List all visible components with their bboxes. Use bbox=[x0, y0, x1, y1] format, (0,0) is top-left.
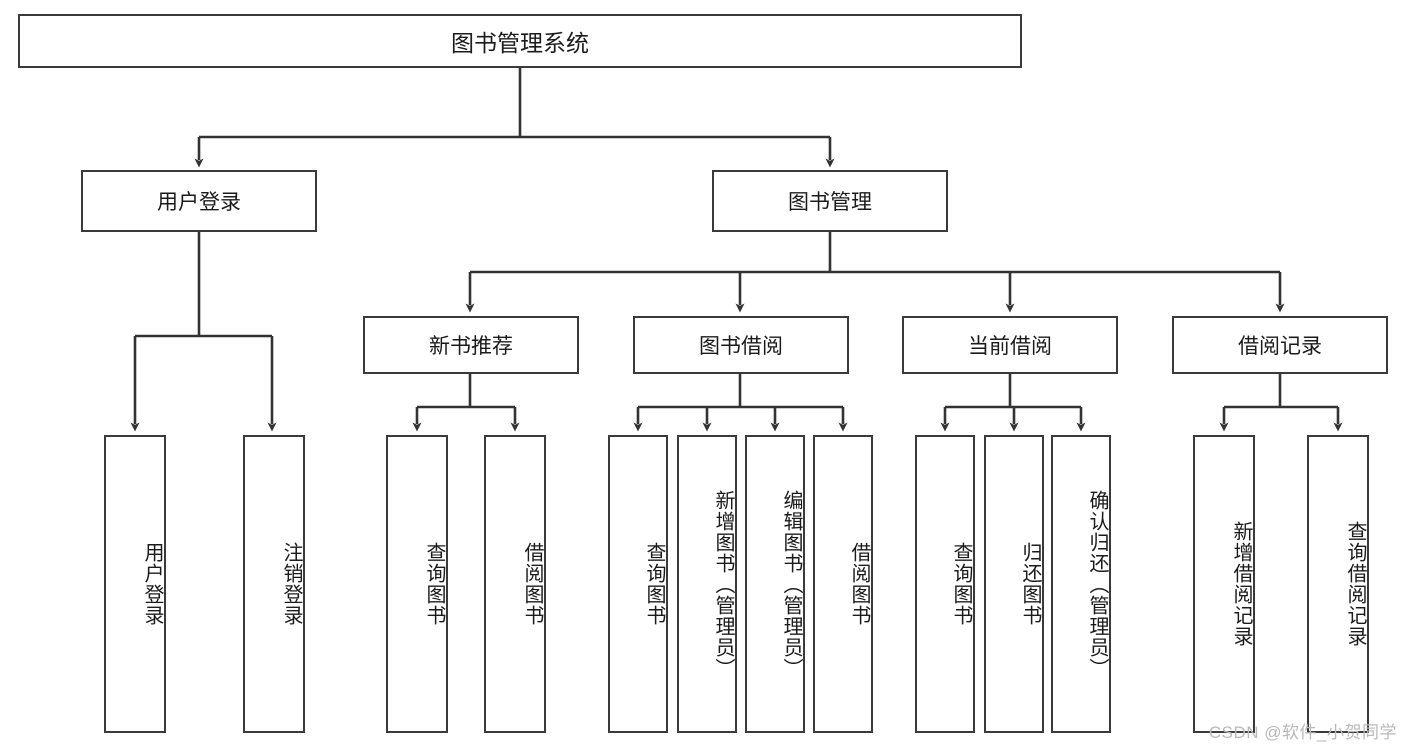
node-label: 查询图书 bbox=[643, 542, 665, 626]
node-leaf-query-book-2[interactable]: 查询图书 bbox=[608, 435, 668, 733]
node-leaf-borrow-book-2[interactable]: 借阅图书 bbox=[813, 435, 873, 733]
node-leaf-confirm-return[interactable]: 确认归还（管理员） bbox=[1051, 435, 1111, 733]
node-label: 确认归还（管理员） bbox=[1086, 489, 1108, 679]
node-current-borrow[interactable]: 当前借阅 bbox=[902, 316, 1118, 374]
watermark-text: CSDN @软件_小贺同学 bbox=[1208, 723, 1397, 742]
node-label: 编辑图书（管理员） bbox=[780, 489, 802, 679]
node-label: 图书管理 bbox=[788, 191, 872, 214]
node-label: 用户登录 bbox=[141, 542, 163, 626]
node-label: 新增借阅记录 bbox=[1230, 521, 1252, 647]
node-leaf-add-book[interactable]: 新增图书（管理员） bbox=[677, 435, 737, 733]
node-leaf-query-book-3[interactable]: 查询图书 bbox=[915, 435, 975, 733]
node-label: 查询借阅记录 bbox=[1344, 521, 1366, 647]
node-root-system[interactable]: 图书管理系统 bbox=[18, 14, 1022, 68]
node-label: 借阅图书 bbox=[521, 542, 543, 626]
node-leaf-add-record[interactable]: 新增借阅记录 bbox=[1193, 435, 1255, 733]
node-leaf-user-login[interactable]: 用户登录 bbox=[104, 435, 166, 733]
node-book-borrow[interactable]: 图书借阅 bbox=[633, 316, 849, 374]
node-leaf-logout[interactable]: 注销登录 bbox=[243, 435, 305, 733]
node-leaf-query-book-1[interactable]: 查询图书 bbox=[386, 435, 448, 733]
node-label: 查询图书 bbox=[950, 542, 972, 626]
node-label: 借阅记录 bbox=[1238, 335, 1322, 358]
node-label: 注销登录 bbox=[280, 542, 302, 626]
node-label: 用户登录 bbox=[157, 191, 241, 214]
node-label: 图书管理系统 bbox=[451, 30, 589, 56]
node-label: 归还图书 bbox=[1019, 542, 1041, 626]
node-label: 图书借阅 bbox=[699, 335, 783, 358]
node-label: 新书推荐 bbox=[429, 335, 513, 358]
node-label: 借阅图书 bbox=[848, 542, 870, 626]
node-borrow-record[interactable]: 借阅记录 bbox=[1172, 316, 1388, 374]
node-label: 当前借阅 bbox=[968, 335, 1052, 358]
node-user-login[interactable]: 用户登录 bbox=[81, 170, 317, 232]
node-leaf-edit-book[interactable]: 编辑图书（管理员） bbox=[745, 435, 805, 733]
node-leaf-return-book[interactable]: 归还图书 bbox=[984, 435, 1044, 733]
node-leaf-borrow-book-1[interactable]: 借阅图书 bbox=[484, 435, 546, 733]
node-leaf-query-record[interactable]: 查询借阅记录 bbox=[1307, 435, 1369, 733]
node-new-book-rec[interactable]: 新书推荐 bbox=[363, 316, 579, 374]
node-label: 新增图书（管理员） bbox=[712, 489, 734, 679]
node-label: 查询图书 bbox=[423, 542, 445, 626]
node-book-manage[interactable]: 图书管理 bbox=[712, 170, 948, 232]
